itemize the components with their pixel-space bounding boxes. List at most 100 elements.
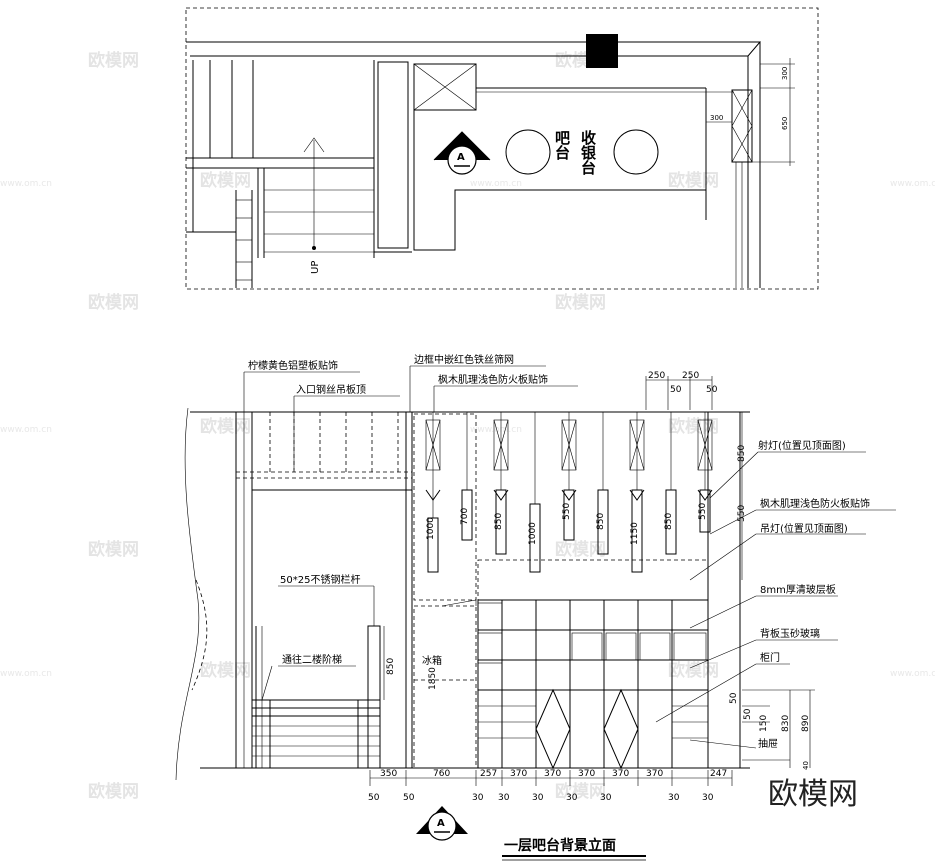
dim-label: 30: [702, 793, 714, 803]
annotation-label: 冰箱: [422, 654, 442, 667]
dim-label: 370: [544, 769, 561, 779]
annotation-label: 边框中嵌红色铁丝筛网: [414, 353, 514, 366]
dim-label: 550: [737, 505, 747, 522]
dim-label: 850: [664, 513, 674, 530]
fridge: [413, 605, 477, 769]
section-marker: A: [433, 131, 491, 175]
dim-label: 650: [781, 117, 789, 130]
dim-label: 1850: [428, 667, 438, 690]
dim-label: 850: [737, 445, 747, 462]
dim-label: 250: [648, 371, 665, 381]
dim-label: 300: [781, 67, 789, 80]
dim-label: 30: [668, 793, 680, 803]
watermarks: 欧模网 欧模网 欧模网 欧模网 欧模网 欧模网 欧模网 欧模网 欧模网 欧模网 …: [0, 50, 935, 802]
annotation-label: 背板玉砂玻璃: [760, 627, 820, 640]
annotation-label: 枫木肌理浅色防火板贴饰: [438, 373, 548, 386]
section-marker: A: [416, 806, 468, 841]
dim-label: 850: [596, 513, 606, 530]
top-wall: [186, 41, 762, 57]
dim-label: 247: [710, 769, 727, 779]
dim-label: 50: [403, 793, 415, 803]
watermark: 欧模网: [88, 50, 139, 71]
dim-label: 350: [380, 769, 397, 779]
watermark: 欧模网: [668, 170, 719, 191]
dim-label: 370: [578, 769, 595, 779]
watermark: 欧模网: [88, 539, 139, 560]
watermark: 欧模网: [200, 170, 251, 191]
plan-box: [413, 63, 477, 111]
bar-label: 吧台: [553, 130, 571, 161]
dim-label: 1000: [426, 517, 436, 540]
brand-logo: 欧模网: [768, 777, 858, 812]
dim-label: 50: [743, 708, 753, 720]
watermark: 欧模网: [555, 781, 606, 802]
ceiling-hangers: [269, 412, 399, 472]
dim-label: 250: [682, 371, 699, 381]
dim-label: 300: [710, 114, 723, 122]
plan-border: [185, 7, 819, 290]
dim-label: 370: [510, 769, 527, 779]
dim-label: 370: [646, 769, 663, 779]
break-line: [175, 407, 200, 781]
dim-label: 50: [706, 385, 718, 395]
shelving: [477, 599, 708, 770]
up-label: UP: [310, 261, 321, 274]
dim-label: 1000: [528, 522, 538, 545]
dim-label: 50: [368, 793, 380, 803]
floor-plan: UP 吧台 收银台 A: [185, 7, 819, 290]
watermark-url: www.om.cn: [470, 425, 522, 435]
section-letter: A: [457, 152, 465, 163]
dim-label: 760: [433, 769, 450, 779]
watermark: 欧模网: [555, 539, 606, 560]
watermark-url: www.om.cn: [0, 669, 52, 679]
dim-label: 550: [698, 503, 708, 520]
dim-label: 257: [480, 769, 497, 779]
watermark: 欧模网: [88, 781, 139, 802]
watermark-url: www.om.cn: [0, 425, 52, 435]
watermark: 欧模网: [555, 292, 606, 313]
watermark-url: www.om.cn: [0, 179, 52, 189]
bar-stool: [505, 129, 551, 175]
annotation-label: 柠檬黄色铝塑板贴饰: [248, 359, 338, 372]
annotation-label: 柜门: [760, 651, 780, 664]
railing: [367, 625, 381, 769]
watermark: 欧模网: [200, 416, 251, 437]
column: [586, 34, 618, 68]
dim-label: 850: [494, 513, 504, 530]
dim-label: 1150: [630, 522, 640, 545]
dim-label: 30: [498, 793, 510, 803]
annotations: 柠檬黄色铝塑板贴饰 入口钢丝吊板顶 边框中嵌红色铁丝筛网 枫木肌理浅色防火板贴饰…: [243, 353, 896, 750]
pendant-lights: [413, 412, 713, 601]
annotation-label: 抽屉: [758, 737, 778, 750]
drawing-title: 一层吧台背景立面: [504, 837, 616, 854]
annotation-label: 8mm厚清玻层板: [760, 583, 836, 596]
annotation-label: 枫木肌理浅色防火板贴饰: [760, 497, 870, 510]
dotted-screen: [377, 61, 409, 249]
watermark-url: www.om.cn: [890, 179, 935, 189]
watermark-url: www.om.cn: [890, 669, 935, 679]
dim-label: 30: [532, 793, 544, 803]
dim-label: 830: [781, 715, 791, 732]
dim-label: 850: [386, 658, 396, 675]
watermark: 欧模网: [88, 292, 139, 313]
section-letter: A: [437, 818, 445, 829]
annotation-label: 入口钢丝吊板顶: [296, 383, 366, 396]
dim-label: 50: [729, 692, 739, 704]
dim-label: 30: [566, 793, 578, 803]
annotation-label: 50*25不锈钢栏杆: [280, 573, 360, 586]
bar-stool: [613, 129, 659, 175]
bar-counter: [413, 110, 707, 251]
cashier-label: 收银台: [579, 129, 597, 176]
dim-label: 50: [670, 385, 682, 395]
watermark: 欧模网: [200, 660, 251, 681]
dim-label: 700: [460, 508, 470, 525]
annotation-label: 吊灯(位置见顶面图): [760, 522, 848, 535]
dim-label: 550: [562, 503, 572, 520]
dim-label: 890: [801, 715, 811, 732]
elevation: 1000 700 850 1000 550 850 1150 850 550 2…: [175, 353, 896, 861]
dim-label: 150: [759, 715, 769, 732]
dim-label: 30: [472, 793, 484, 803]
watermark-url: www.om.cn: [470, 179, 522, 189]
bottom-dim-ticks: [369, 770, 733, 786]
